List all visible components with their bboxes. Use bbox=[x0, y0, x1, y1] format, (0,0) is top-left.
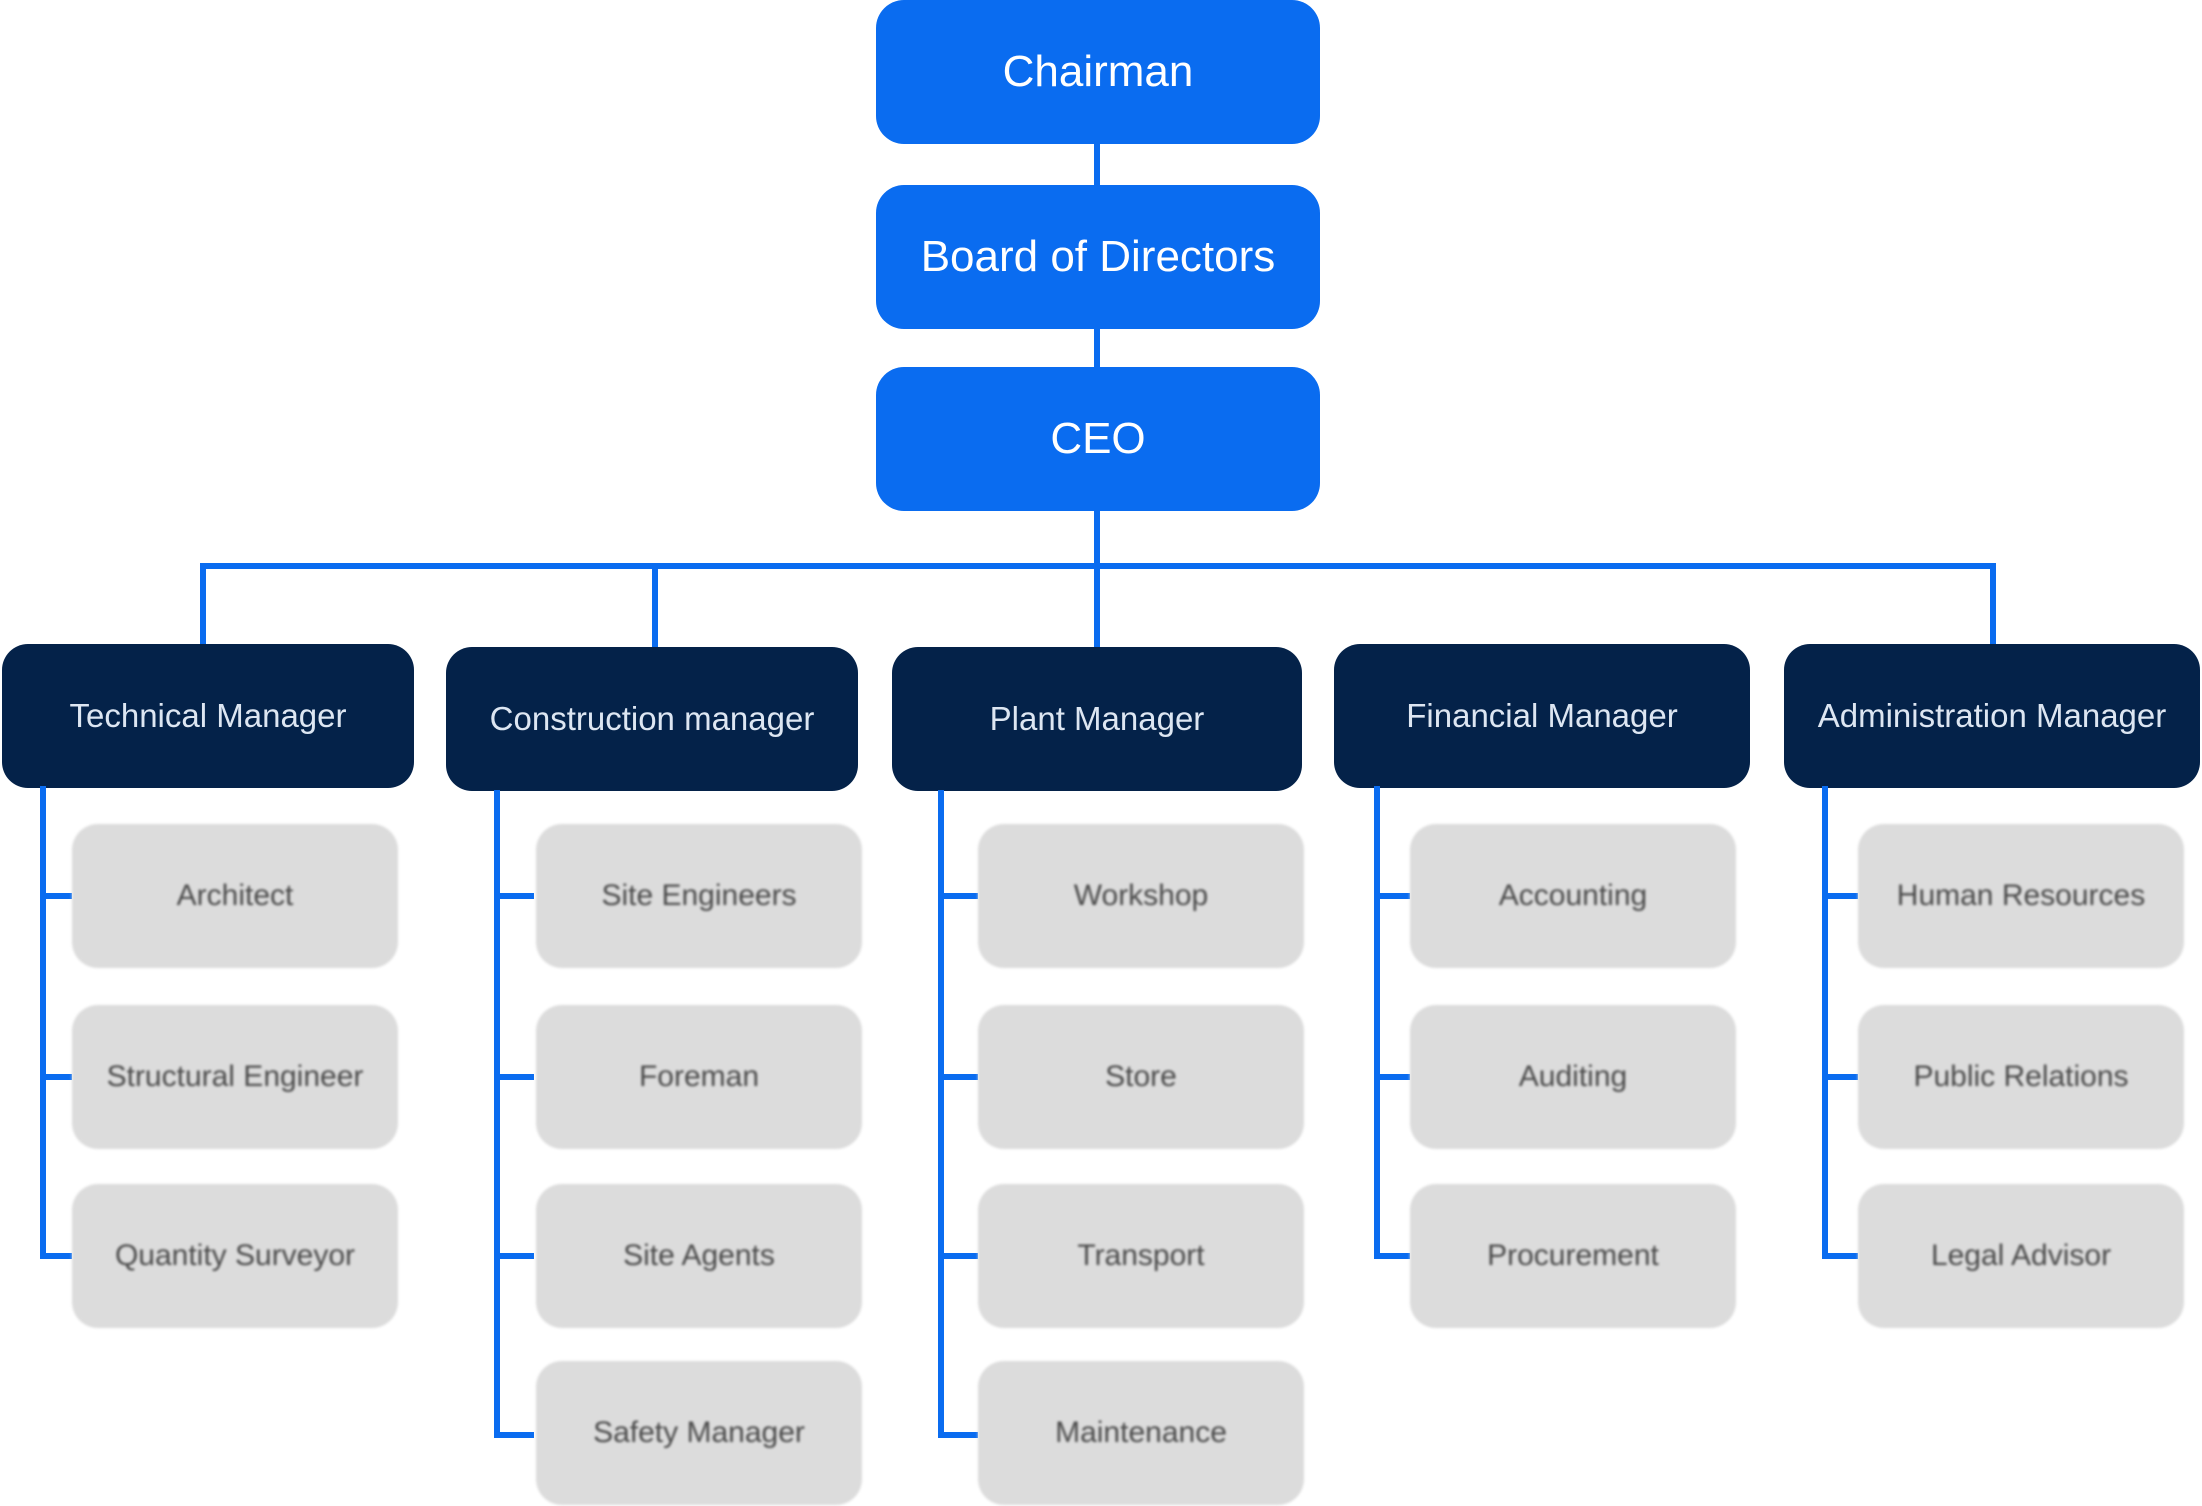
connector-bus-administration bbox=[1990, 563, 1996, 647]
human-resources-label: Human Resources bbox=[1896, 879, 2146, 912]
architect-label: Architect bbox=[176, 879, 294, 912]
connector-accounting bbox=[1374, 893, 1410, 899]
connector-store bbox=[938, 1074, 978, 1080]
technical-manager-box: Technical Manager bbox=[2, 644, 414, 788]
connector-foreman bbox=[494, 1074, 534, 1080]
connector-board-ceo bbox=[1094, 327, 1100, 373]
legal-advisor-box: Legal Advisor bbox=[1858, 1184, 2184, 1328]
connector-legal-advisor bbox=[1822, 1253, 1858, 1259]
technical-manager-label: Technical Manager bbox=[69, 697, 347, 734]
structural-engineer-box: Structural Engineer bbox=[72, 1005, 398, 1149]
connector-technical-spine bbox=[40, 786, 46, 1259]
connector-financial-spine bbox=[1374, 786, 1380, 1259]
connector-plant-spine bbox=[938, 790, 944, 1438]
chairman-label: Chairman bbox=[1002, 47, 1194, 96]
connector-safety-manager bbox=[494, 1432, 534, 1438]
workshop-label: Workshop bbox=[1073, 879, 1209, 912]
connector-architect bbox=[40, 893, 72, 899]
store-label: Store bbox=[1105, 1060, 1177, 1093]
connector-chairman-board bbox=[1094, 142, 1100, 188]
connector-construction-spine bbox=[494, 790, 500, 1438]
administration-manager-box: Administration Manager bbox=[1784, 644, 2200, 788]
connector-site-agents bbox=[494, 1253, 534, 1259]
plant-manager-label: Plant Manager bbox=[989, 700, 1205, 737]
accounting-label: Accounting bbox=[1498, 879, 1648, 912]
connector-site-engineers bbox=[494, 893, 534, 899]
construction-manager-label: Construction manager bbox=[489, 700, 815, 737]
transport-box: Transport bbox=[978, 1184, 1304, 1328]
safety-manager-box: Safety Manager bbox=[536, 1361, 862, 1505]
connector-bus-plant bbox=[1094, 563, 1100, 647]
structural-engineer-label: Structural Engineer bbox=[106, 1060, 364, 1093]
financial-manager-label: Financial Manager bbox=[1406, 697, 1678, 734]
quantity-surveyor-box: Quantity Surveyor bbox=[72, 1184, 398, 1328]
store-box: Store bbox=[978, 1005, 1304, 1149]
site-engineers-label: Site Engineers bbox=[601, 879, 797, 912]
connector-quantity-surveyor bbox=[40, 1253, 72, 1259]
site-agents-box: Site Agents bbox=[536, 1184, 862, 1328]
chairman-box: Chairman bbox=[876, 0, 1320, 144]
procurement-label: Procurement bbox=[1487, 1239, 1659, 1272]
auditing-label: Auditing bbox=[1518, 1060, 1628, 1093]
connector-public-relations bbox=[1822, 1074, 1858, 1080]
connector-procurement bbox=[1374, 1253, 1410, 1259]
connector-administration-spine bbox=[1822, 786, 1828, 1259]
architect-box: Architect bbox=[72, 824, 398, 968]
public-relations-label: Public Relations bbox=[1913, 1060, 2129, 1093]
connector-maintenance bbox=[938, 1432, 978, 1438]
ceo-label: CEO bbox=[1050, 414, 1146, 463]
quantity-surveyor-label: Quantity Surveyor bbox=[114, 1239, 356, 1272]
workshop-box: Workshop bbox=[978, 824, 1304, 968]
administration-manager-label: Administration Manager bbox=[1817, 697, 2167, 734]
connector-bus-construction bbox=[652, 563, 658, 647]
connector-workshop bbox=[938, 893, 978, 899]
connector-ceo-bus bbox=[1094, 508, 1100, 568]
connector-transport bbox=[938, 1253, 978, 1259]
ceo-box: CEO bbox=[876, 367, 1320, 511]
procurement-box: Procurement bbox=[1410, 1184, 1736, 1328]
human-resources-box: Human Resources bbox=[1858, 824, 2184, 968]
maintenance-label: Maintenance bbox=[1055, 1416, 1227, 1449]
construction-manager-box: Construction manager bbox=[446, 647, 858, 791]
connector-human-resources bbox=[1822, 893, 1858, 899]
connector-bus-technical bbox=[200, 563, 206, 647]
plant-manager-box: Plant Manager bbox=[892, 647, 1302, 791]
public-relations-box: Public Relations bbox=[1858, 1005, 2184, 1149]
maintenance-box: Maintenance bbox=[978, 1361, 1304, 1505]
transport-label: Transport bbox=[1077, 1239, 1205, 1272]
site-engineers-box: Site Engineers bbox=[536, 824, 862, 968]
financial-manager-box: Financial Manager bbox=[1334, 644, 1750, 788]
connector-auditing bbox=[1374, 1074, 1410, 1080]
accounting-box: Accounting bbox=[1410, 824, 1736, 968]
auditing-box: Auditing bbox=[1410, 1005, 1736, 1149]
foreman-label: Foreman bbox=[638, 1060, 760, 1093]
safety-manager-label: Safety Manager bbox=[593, 1416, 805, 1449]
board-of-directors-label: Board of Directors bbox=[920, 232, 1276, 281]
foreman-box: Foreman bbox=[536, 1005, 862, 1149]
legal-advisor-label: Legal Advisor bbox=[1930, 1239, 2112, 1272]
board-of-directors-box: Board of Directors bbox=[876, 185, 1320, 329]
connector-structural-engineer bbox=[40, 1074, 72, 1080]
site-agents-label: Site Agents bbox=[623, 1239, 775, 1272]
